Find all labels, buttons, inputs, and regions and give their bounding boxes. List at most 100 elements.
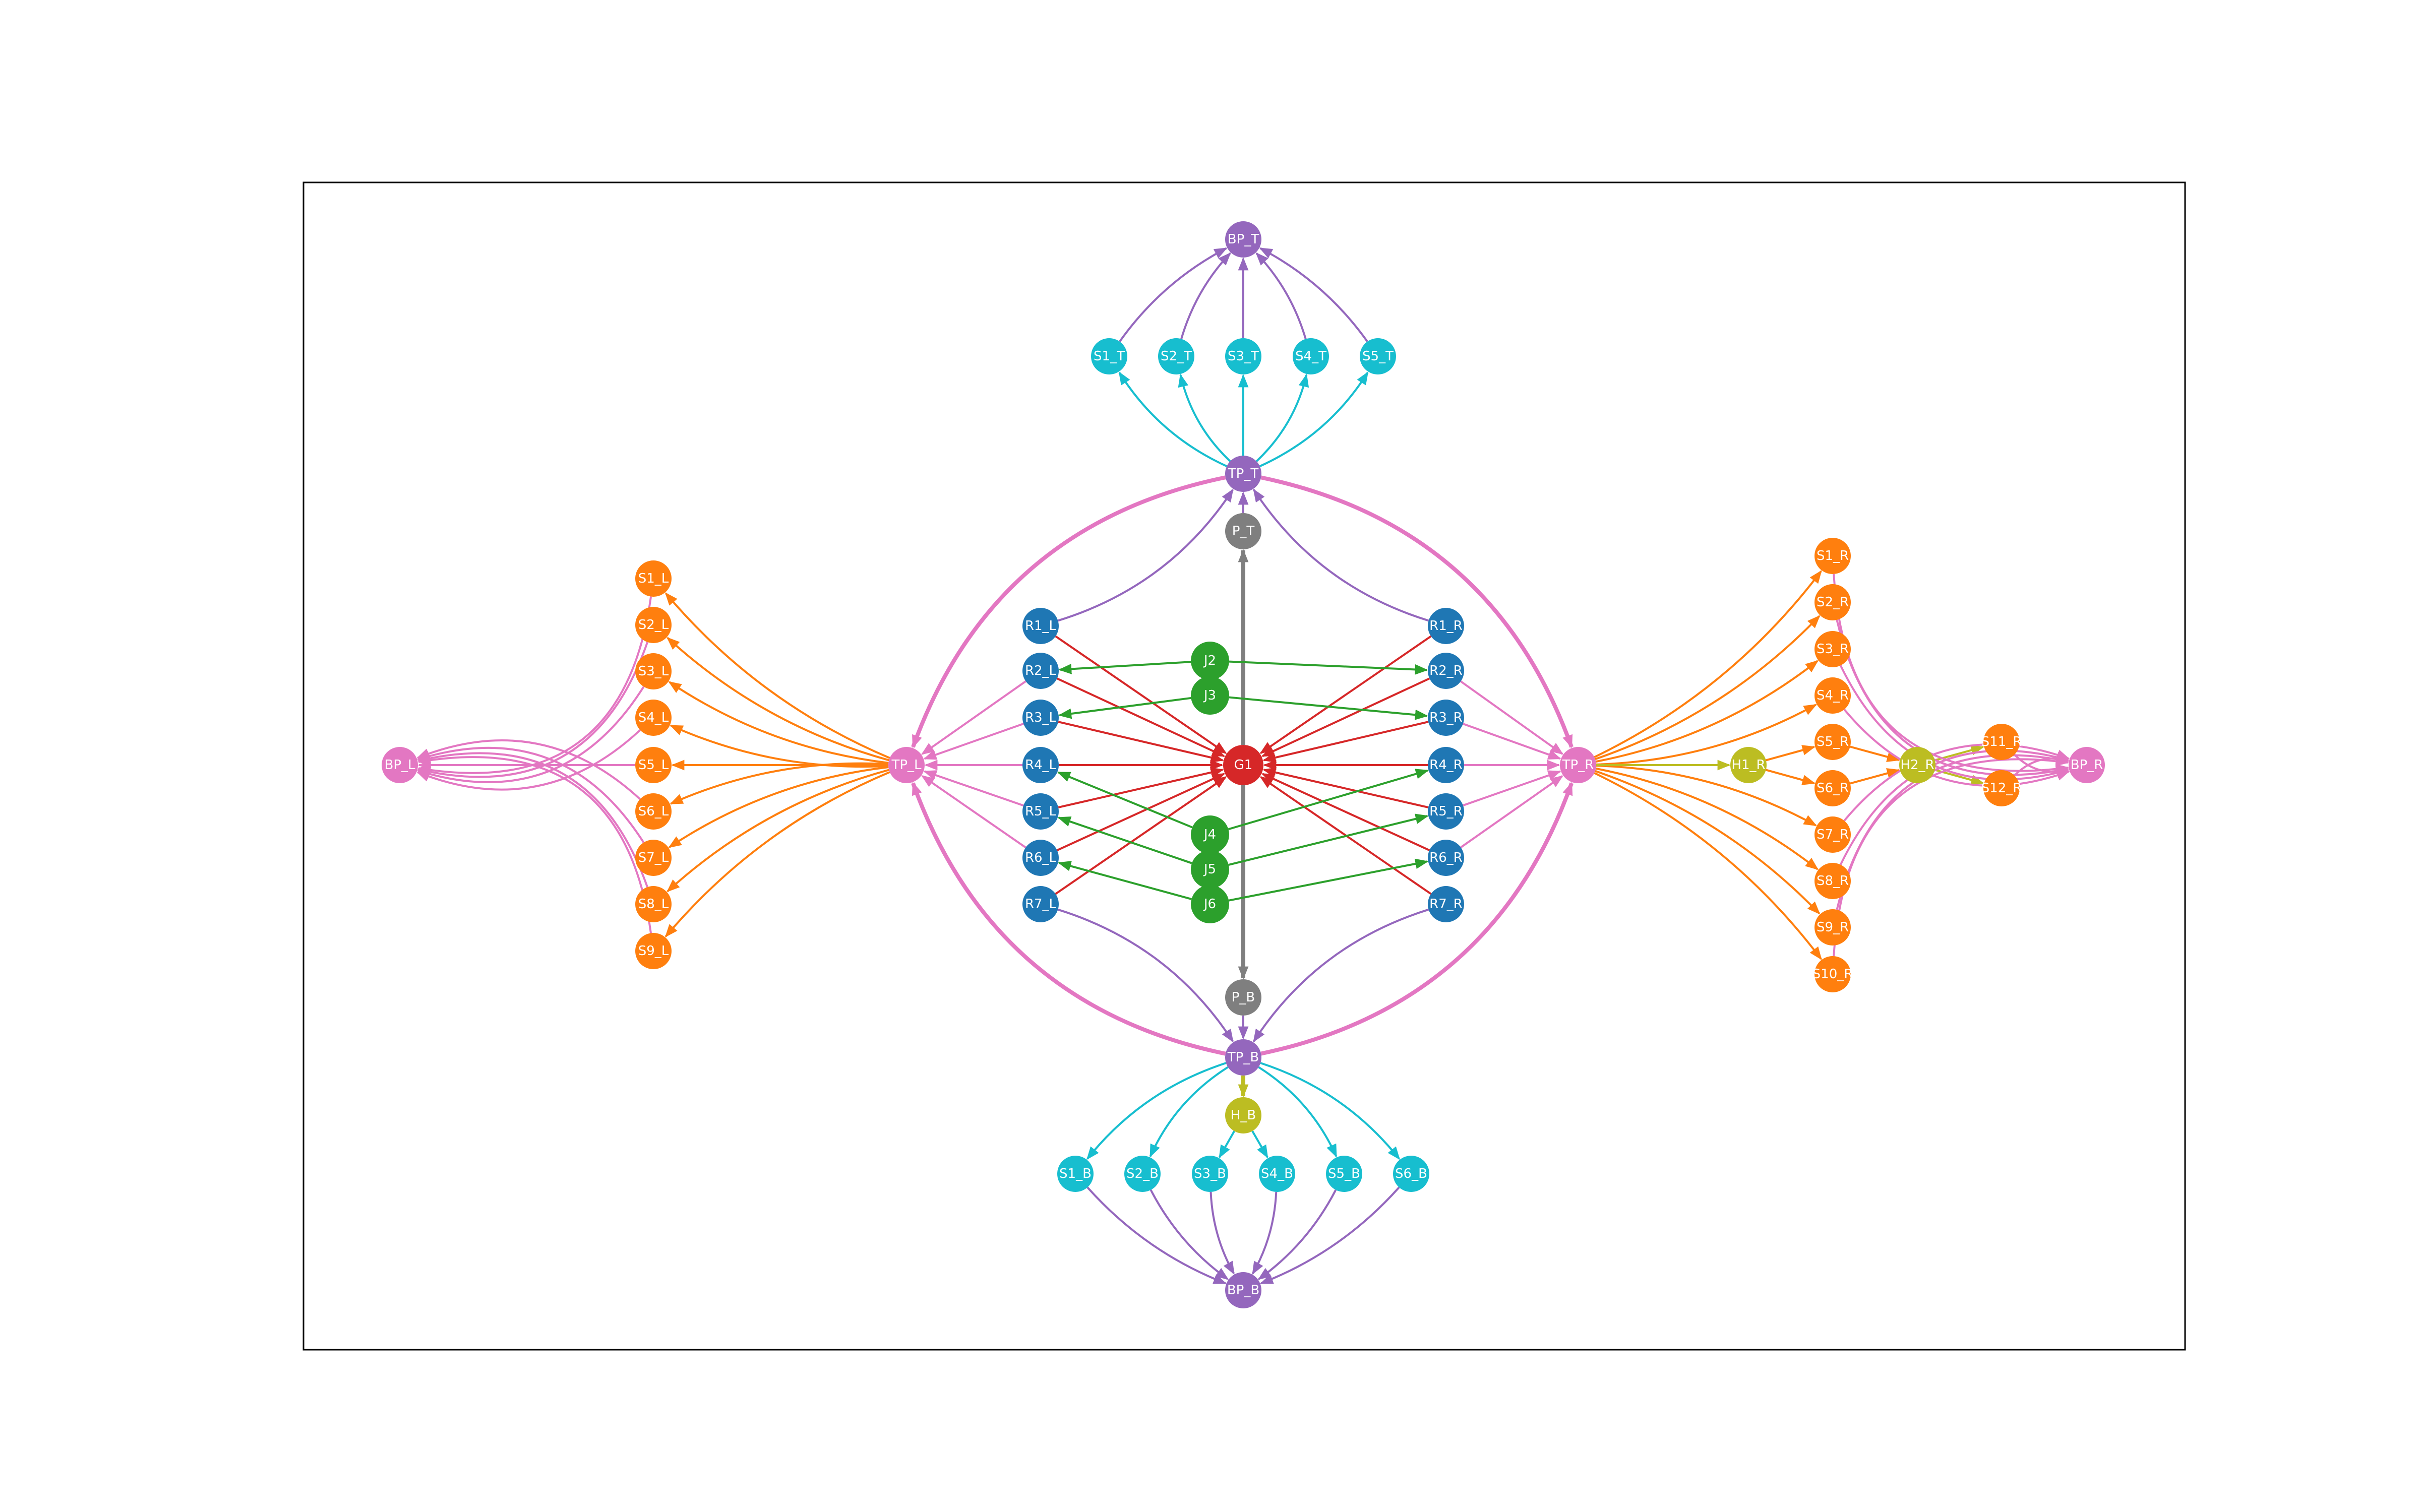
edge-r5-r-to-g1 bbox=[1262, 767, 1429, 808]
node-label: R1_L bbox=[1025, 618, 1057, 634]
node-s6-l: S6_L bbox=[635, 793, 672, 830]
node-circle bbox=[1393, 1156, 1429, 1192]
edge-j4-to-r4-l bbox=[1057, 771, 1193, 829]
node-label: S4_T bbox=[1295, 349, 1326, 364]
edge-s7-l-to-bp-l bbox=[416, 746, 645, 843]
node-s1-r: S1_R bbox=[1814, 538, 1851, 574]
node-circle bbox=[1091, 338, 1127, 374]
node-circle bbox=[1225, 1097, 1261, 1133]
node-s3-r: S3_R bbox=[1814, 631, 1851, 667]
node-circle bbox=[1223, 745, 1263, 785]
edge-tp-l-to-s1-l bbox=[664, 592, 890, 759]
node-label: TP_T bbox=[1228, 466, 1259, 481]
node-circle bbox=[1191, 676, 1229, 715]
node-circle bbox=[635, 560, 672, 597]
edge-tp-r-to-s2-r bbox=[1595, 615, 1821, 761]
node-p-t: P_T bbox=[1225, 513, 1261, 549]
node-label: S3_B bbox=[1194, 1166, 1226, 1181]
node-circle bbox=[382, 747, 418, 783]
node-s5-l: S5_L bbox=[635, 747, 672, 783]
node-circle bbox=[1192, 1156, 1228, 1192]
edge-s7-r-to-bp-r bbox=[1843, 743, 2070, 822]
node-tp-l: TP_L bbox=[888, 747, 925, 783]
edge-tp-r-to-s4-r bbox=[1596, 704, 1817, 766]
node-h2-r: H2_R bbox=[1899, 747, 1935, 783]
edge-r6-l-to-tp-l bbox=[921, 775, 1026, 849]
node-label: S4_R bbox=[1817, 688, 1849, 703]
node-label: S8_R bbox=[1817, 873, 1849, 889]
node-s1-b: S1_B bbox=[1057, 1156, 1094, 1192]
edge-r3-r-to-g1 bbox=[1262, 721, 1429, 763]
node-label: S2_R bbox=[1817, 595, 1849, 610]
node-s2-r: S2_R bbox=[1814, 584, 1851, 620]
node-circle bbox=[2069, 747, 2105, 783]
node-circle bbox=[1158, 338, 1194, 374]
node-j6: J6 bbox=[1191, 885, 1229, 923]
node-label: TP_B bbox=[1227, 1050, 1259, 1065]
node-label: S2_B bbox=[1126, 1166, 1159, 1181]
edge-s1-l-to-bp-l bbox=[417, 596, 652, 776]
edge-r2-l-to-g1 bbox=[1056, 677, 1226, 758]
node-circle bbox=[1225, 456, 1261, 492]
node-circle bbox=[1814, 584, 1851, 620]
node-r1-l: R1_L bbox=[1022, 608, 1059, 644]
node-circle bbox=[1225, 1272, 1261, 1308]
node-s4-l: S4_L bbox=[635, 700, 672, 736]
edge-r1-l-to-tp-t bbox=[1057, 488, 1234, 622]
edge-tp-r-to-s1-r bbox=[1594, 570, 1822, 759]
node-g1: G1 bbox=[1223, 745, 1263, 785]
node-s1-l: S1_L bbox=[635, 560, 672, 597]
node-circle bbox=[1360, 338, 1396, 374]
edge-tp-l-to-s4-l bbox=[670, 724, 889, 768]
edge-tp-b-to-s2-b bbox=[1149, 1066, 1229, 1158]
edge-j4-to-r4-r bbox=[1228, 769, 1429, 831]
edge-tp-b-to-tp-r bbox=[1260, 782, 1574, 1056]
edge-tp-b-to-s5-b bbox=[1258, 1066, 1338, 1158]
node-circle bbox=[1191, 642, 1229, 680]
node-bp-l: BP_L bbox=[382, 747, 418, 783]
edge-tp-t-to-s1-t bbox=[1118, 371, 1228, 467]
node-circle bbox=[1428, 747, 1464, 783]
edge-s3-l-to-bp-l bbox=[416, 686, 645, 783]
node-label: S7_R bbox=[1817, 827, 1849, 842]
edge-r3-l-to-tp-l bbox=[923, 723, 1024, 760]
node-label: R5_R bbox=[1429, 804, 1463, 819]
node-circle bbox=[635, 886, 672, 922]
node-s3-b: S3_B bbox=[1192, 1156, 1228, 1192]
node-circle bbox=[1814, 956, 1851, 992]
node-label: J4 bbox=[1203, 827, 1216, 842]
node-j2: J2 bbox=[1191, 642, 1229, 680]
node-circle bbox=[635, 793, 672, 830]
edge-tp-b-to-tp-l bbox=[911, 782, 1226, 1056]
node-label: R2_L bbox=[1025, 663, 1057, 678]
node-label: R6_R bbox=[1429, 850, 1463, 865]
node-label: J2 bbox=[1203, 653, 1216, 668]
node-label: S6_B bbox=[1395, 1166, 1427, 1181]
node-s7-l: S7_L bbox=[635, 840, 672, 876]
node-circle bbox=[1225, 221, 1261, 258]
edge-r3-r-to-tp-r bbox=[1463, 723, 1561, 760]
node-r5-r: R5_R bbox=[1428, 793, 1464, 830]
edge-tp-l-to-s7-l bbox=[668, 766, 889, 848]
node-bp-r: BP_R bbox=[2069, 747, 2105, 783]
node-label: R6_L bbox=[1025, 850, 1057, 865]
node-label: S3_R bbox=[1817, 642, 1849, 657]
node-label: S1_L bbox=[638, 571, 669, 586]
node-circle bbox=[1191, 885, 1229, 923]
edge-s9-l-to-bp-l bbox=[417, 754, 652, 933]
node-s7-r: S7_R bbox=[1814, 816, 1851, 853]
edge-r6-r-to-tp-r bbox=[1460, 775, 1564, 848]
node-bp-b: BP_B bbox=[1225, 1272, 1261, 1308]
edge-s4-t-to-bp-t bbox=[1255, 252, 1307, 340]
edge-tp-t-to-s4-t bbox=[1255, 373, 1309, 462]
node-label: H1_R bbox=[1731, 758, 1765, 773]
edge-j3-to-r3-r bbox=[1229, 696, 1428, 720]
edge-s3-b-to-bp-b bbox=[1209, 1191, 1235, 1275]
node-label: BP_R bbox=[2071, 758, 2103, 773]
node-circle bbox=[1022, 793, 1059, 830]
node-r6-r: R6_R bbox=[1428, 840, 1464, 876]
node-label: S1_B bbox=[1059, 1166, 1092, 1181]
edge-s5-r-to-h2-r bbox=[1850, 745, 1900, 762]
node-circle bbox=[1983, 770, 2020, 806]
